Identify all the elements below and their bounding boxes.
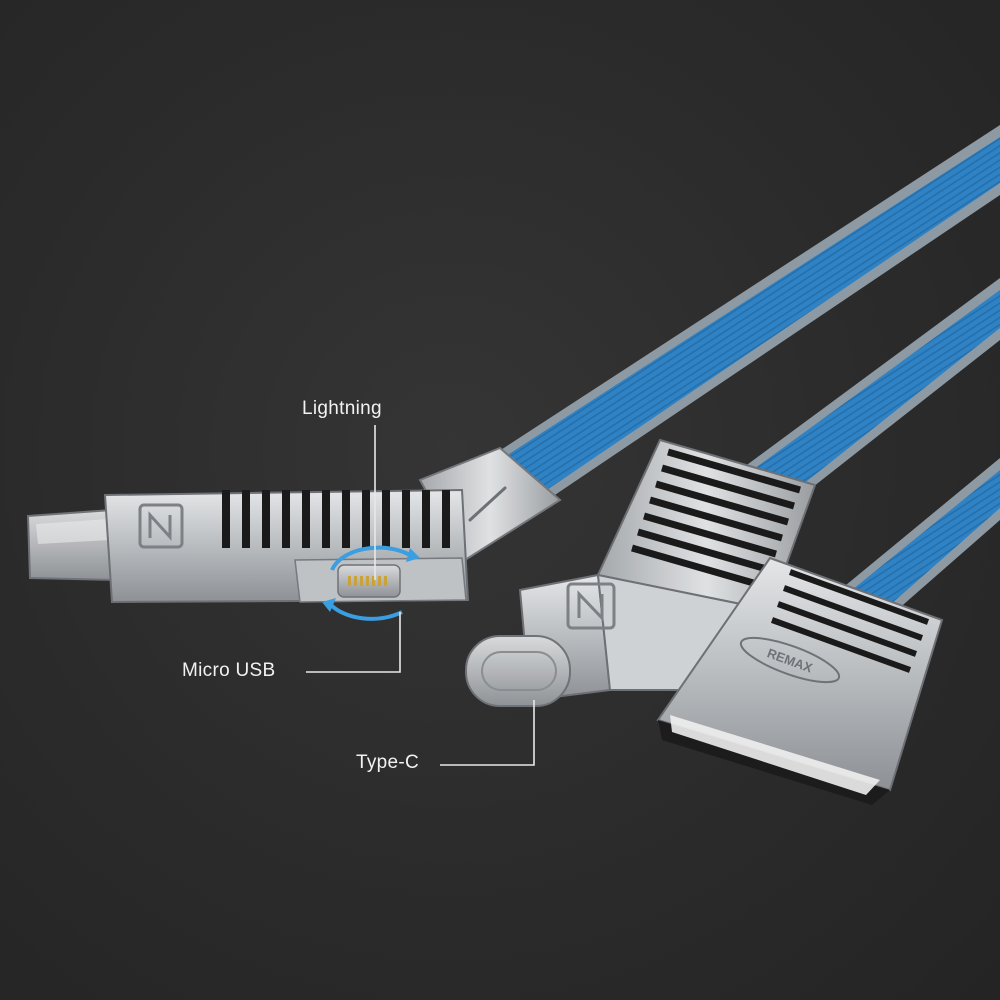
lightning-label: Lightning bbox=[302, 398, 382, 419]
usb-a-connector: REMAX bbox=[656, 556, 944, 805]
type-c-label: Type-C bbox=[356, 752, 420, 773]
micro-usb-label: Micro USB bbox=[182, 660, 276, 681]
callout-lines bbox=[306, 425, 535, 766]
callout-line-micro-usb bbox=[306, 612, 401, 673]
rotate-arrow-icon bbox=[330, 545, 411, 571]
cable-3 bbox=[840, 458, 1000, 625]
cable-1 bbox=[470, 125, 1000, 505]
callout-line-type-c bbox=[440, 700, 535, 766]
type-c-connector bbox=[465, 438, 817, 707]
remax-logo-icon bbox=[566, 582, 616, 630]
lightning-micro-connector bbox=[26, 446, 562, 621]
cable-2 bbox=[740, 278, 1000, 505]
remax-logo-icon bbox=[138, 503, 184, 549]
